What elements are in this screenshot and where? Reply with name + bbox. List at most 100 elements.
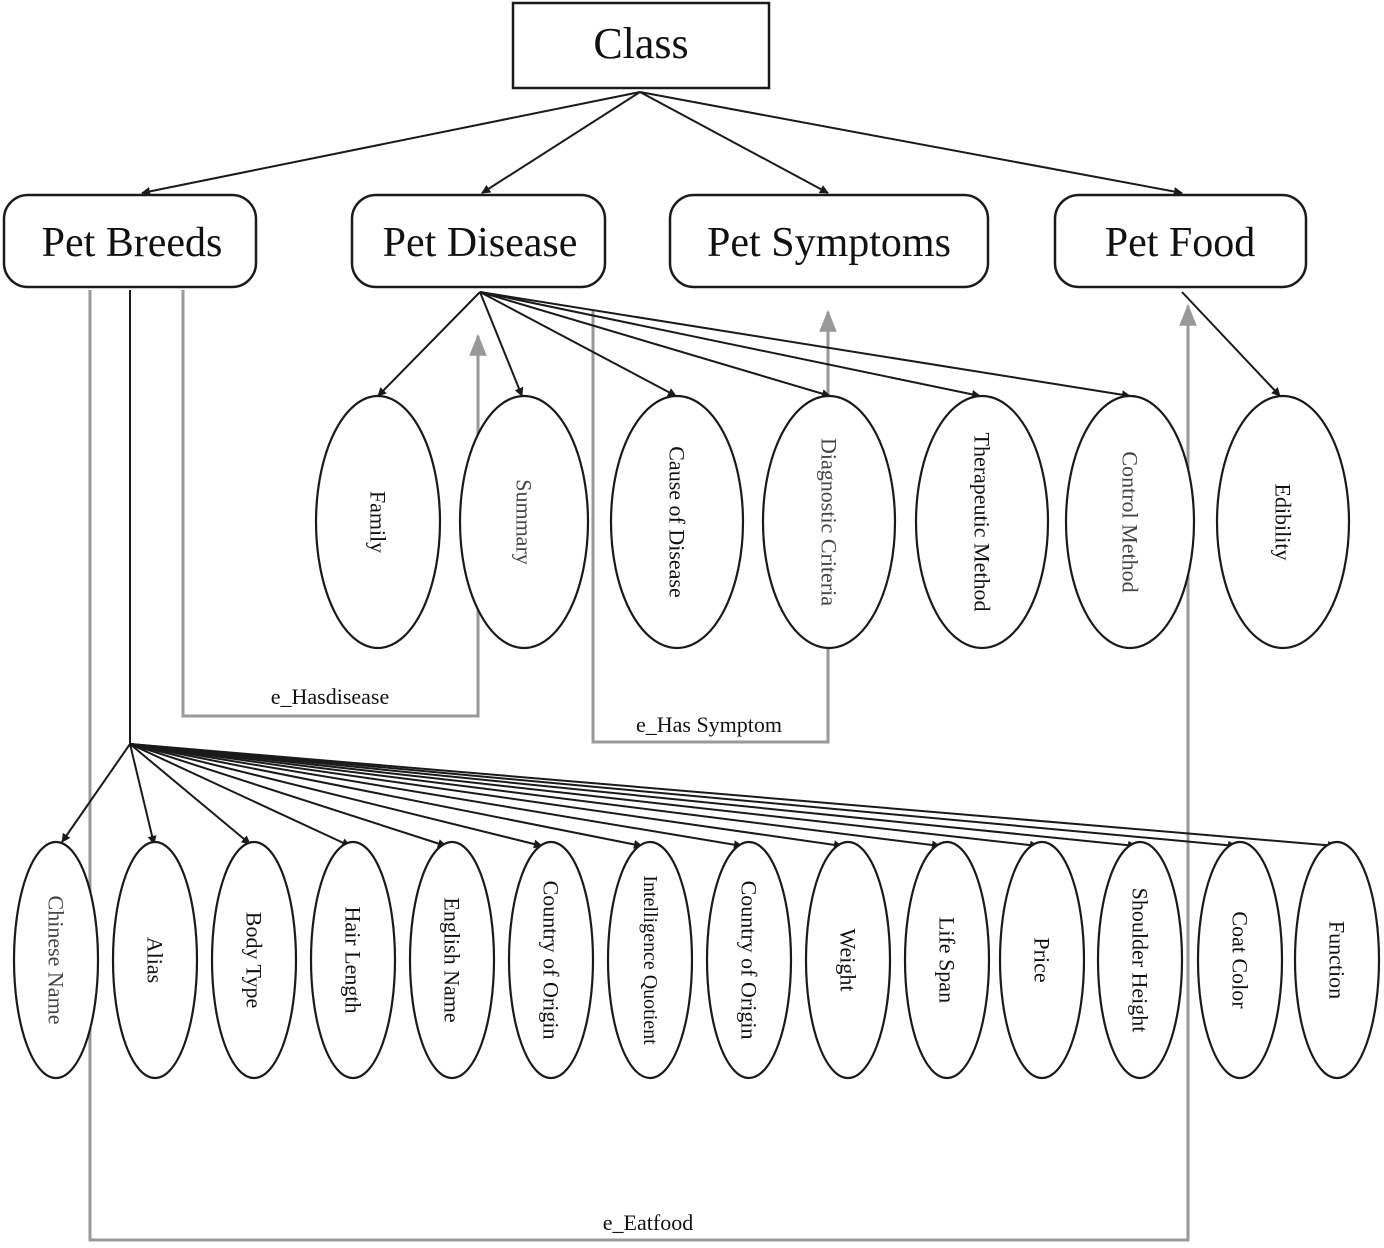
root-node: Class [511, 1, 771, 90]
attribute-label: Function [1325, 921, 1350, 999]
disease-attribute-nodes: Family Summary Cause of Disease Diagnost… [314, 394, 1196, 650]
edge-class-breeds [141, 91, 641, 196]
attribute-ellipse [210, 840, 298, 1080]
attribute-label: Country of Origin [539, 881, 564, 1040]
tree-edges [61, 91, 1337, 850]
attribute-label: Cause of Disease [665, 446, 690, 598]
edge-disease-therapeutic [479, 291, 981, 399]
attribute-node-body-type: Body Type [210, 840, 298, 1080]
attribute-label: Family [366, 491, 391, 553]
attribute-ellipse [804, 840, 892, 1080]
attribute-label: Coat Color [1228, 911, 1253, 1009]
root-node-label: Class [593, 19, 688, 68]
attribute-node-english-name: English Name [408, 840, 496, 1080]
attribute-node-shoulder-height: Shoulder Height [1096, 840, 1184, 1080]
category-node-label: Pet Symptoms [707, 220, 951, 266]
category-node-box [1053, 193, 1308, 289]
category-node-label: Pet Breeds [42, 220, 223, 266]
edge-breeds-shoulder-height [129, 743, 1137, 850]
category-node-box [668, 193, 990, 289]
category-node-food: Pet Food [1053, 193, 1308, 289]
root-node-box [511, 1, 771, 90]
edge-class-food [639, 91, 1183, 196]
attribute-ellipse [458, 394, 590, 650]
edge-disease-control [479, 291, 1131, 400]
attribute-ellipse [705, 840, 793, 1080]
attribute-label: Body Type [242, 912, 267, 1008]
edge-breeds-chinese-name [61, 743, 131, 843]
edge-breeds-intelligence [129, 743, 643, 849]
attribute-node-family: Family [314, 394, 442, 650]
food-attribute-nodes: Edibility [1215, 394, 1351, 650]
edge-breeds-weight [129, 743, 843, 850]
attribute-ellipse [903, 840, 991, 1080]
edge-class-symptoms [639, 91, 829, 194]
attribute-label: Intelligence Quotient [639, 875, 661, 1045]
attribute-ellipse [1215, 394, 1351, 650]
attribute-ellipse [1096, 840, 1184, 1080]
attribute-node-hair-length: Hair Length [309, 840, 397, 1080]
attribute-label: Edibility [1271, 484, 1296, 561]
edge-disease-cause [479, 291, 677, 397]
attribute-label: Chinese Name [44, 896, 69, 1025]
attribute-node-country-of-origin: Country of Origin [705, 840, 793, 1080]
attribute-node-summary: Summary [458, 394, 590, 650]
attribute-ellipse [1196, 840, 1284, 1080]
attribute-ellipse [309, 840, 397, 1080]
edge-disease-summary [479, 291, 524, 397]
attribute-label: Therapeutic Method [970, 433, 995, 612]
attribute-node-price: Price [998, 840, 1086, 1080]
category-nodes: Pet Breeds Pet Disease Pet Symptoms Pet … [2, 193, 1308, 289]
attribute-node-chinese-name: Chinese Name [12, 840, 100, 1080]
edge-breeds-country-of-origin-2 [129, 743, 743, 850]
category-node-label: Pet Disease [383, 220, 578, 266]
category-node-box [2, 193, 258, 289]
attribute-node-cause-of-disease: Cause of Disease [609, 394, 745, 650]
attribute-ellipse [507, 840, 595, 1080]
attribute-label: Country of Origin [737, 881, 762, 1040]
breed-attribute-nodes: Chinese Name Alias Body Type Hair Length… [12, 840, 1381, 1080]
attribute-node-weight: Weight [804, 840, 892, 1080]
edge-breeds-price [129, 743, 1039, 850]
attribute-ellipse [914, 394, 1050, 650]
attribute-ellipse [609, 394, 745, 650]
edge-breeds-alias [129, 743, 157, 845]
attribute-label: Life Span [935, 917, 960, 1003]
attribute-label: Hair Length [341, 907, 366, 1014]
attribute-ellipse [12, 840, 100, 1080]
edge-breeds-coat-color [129, 743, 1237, 850]
attribute-label: Shoulder Height [1128, 888, 1153, 1033]
attribute-node-coat-color: Coat Color [1196, 840, 1284, 1080]
attribute-node-edibility: Edibility [1215, 394, 1351, 650]
attribute-label: Alias [143, 937, 168, 983]
attribute-label: English Name [440, 897, 465, 1022]
attribute-ellipse [111, 840, 199, 1080]
edge-class-disease [481, 91, 641, 194]
attribute-ellipse [408, 840, 496, 1080]
attribute-node-therapeutic-method: Therapeutic Method [914, 394, 1050, 650]
category-node-box [350, 193, 607, 289]
attribute-node-intelligence-quotient: Intelligence Quotient [606, 840, 694, 1080]
category-node-label: Pet Food [1105, 220, 1256, 266]
attribute-node-diagnostic-criteria: Diagnostic Criteria [761, 394, 897, 650]
edge-breeds-hair-length [129, 743, 351, 847]
edge-breeds-body-type [129, 743, 251, 845]
breed-fan-edges [61, 743, 1337, 850]
edge-breeds-function [129, 743, 1337, 850]
edge-disease-family [377, 291, 481, 397]
edge-breeds-life-span [129, 743, 941, 850]
attribute-label: Control Method [1118, 451, 1143, 592]
attribute-node-control-method: Control Method [1064, 394, 1196, 650]
attribute-node-alias: Alias [111, 840, 199, 1080]
attribute-node-function: Function [1293, 840, 1381, 1080]
attribute-label: Weight [836, 929, 861, 992]
attribute-ellipse [761, 394, 897, 650]
edge-breeds-english-name [129, 743, 447, 848]
attribute-ellipse [1293, 840, 1381, 1080]
attribute-label: Price [1030, 937, 1055, 982]
category-node-disease: Pet Disease [350, 193, 607, 289]
attribute-node-country-of-origin: Country of Origin [507, 840, 595, 1080]
edge-breeds-country-of-origin-1 [129, 743, 543, 849]
attribute-node-life-span: Life Span [903, 840, 991, 1080]
